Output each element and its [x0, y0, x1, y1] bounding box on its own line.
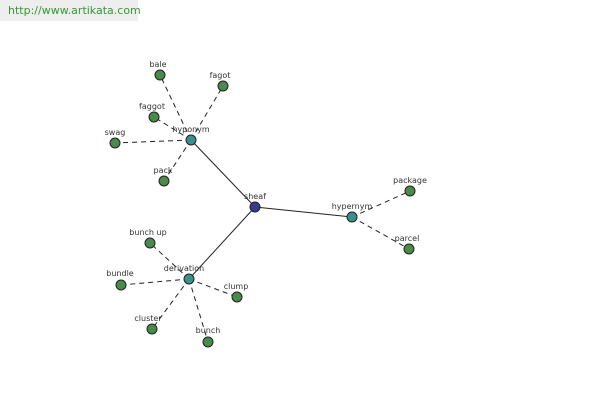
edge-derivation-bundle [120, 278, 190, 286]
edge-hyponym-swag [114, 139, 192, 144]
label-fagot: fagot [210, 71, 231, 80]
edge-sheaf-hyponym [190, 139, 256, 208]
node-bunch-up[interactable] [144, 237, 156, 249]
edge-hyponym-pack [163, 139, 192, 182]
label-swag: swag [105, 128, 126, 137]
url-banner: http://www.artikata.com [0, 0, 141, 21]
label-bundle: bundle [106, 269, 134, 278]
node-clump[interactable] [231, 291, 243, 303]
node-derivation[interactable] [183, 273, 195, 285]
edge-derivation-bunch [188, 278, 209, 343]
edge-sheaf-hypernym [254, 206, 353, 218]
edge-derivation-cluster [151, 278, 190, 330]
edge-derivation-bunchup [149, 242, 190, 280]
node-parcel[interactable] [403, 243, 415, 255]
label-bale: bale [149, 60, 166, 69]
node-hyponym[interactable] [185, 134, 197, 146]
node-bale[interactable] [154, 69, 166, 81]
label-hyponym: hyponym [172, 125, 210, 134]
label-package: package [393, 176, 427, 185]
label-sheaf: sheaf [244, 192, 266, 201]
label-parcel: parcel [395, 234, 420, 243]
node-faggot[interactable] [148, 111, 160, 123]
node-swag[interactable] [109, 137, 121, 149]
node-sheaf[interactable] [249, 201, 261, 213]
node-pack[interactable] [158, 175, 170, 187]
label-clump: clump [224, 282, 249, 291]
edge-hyponym-fagot [190, 85, 224, 141]
node-fagot[interactable] [217, 80, 229, 92]
label-cluster: cluster [134, 314, 162, 323]
site-link[interactable]: http://www.artikata.com [8, 4, 141, 17]
node-package[interactable] [404, 185, 416, 197]
edge-hyponym-bale [159, 74, 192, 141]
label-faggot: faggot [139, 102, 165, 111]
edge-sheaf-derivation [188, 206, 256, 280]
edge-hyponym-faggot [153, 116, 192, 141]
edge-hypernym-parcel [351, 216, 410, 250]
node-hypernym[interactable] [346, 211, 358, 223]
edge-hypernym-package [351, 190, 411, 218]
node-cluster[interactable] [146, 323, 158, 335]
node-bundle[interactable] [115, 279, 127, 291]
label-derivation: derivation [164, 264, 204, 273]
label-hypernym: hypernym [332, 202, 373, 211]
label-bunch-up: bunch up [129, 228, 166, 237]
label-pack: pack [153, 166, 172, 175]
node-bunch[interactable] [202, 336, 214, 348]
label-bunch: bunch [196, 326, 221, 335]
